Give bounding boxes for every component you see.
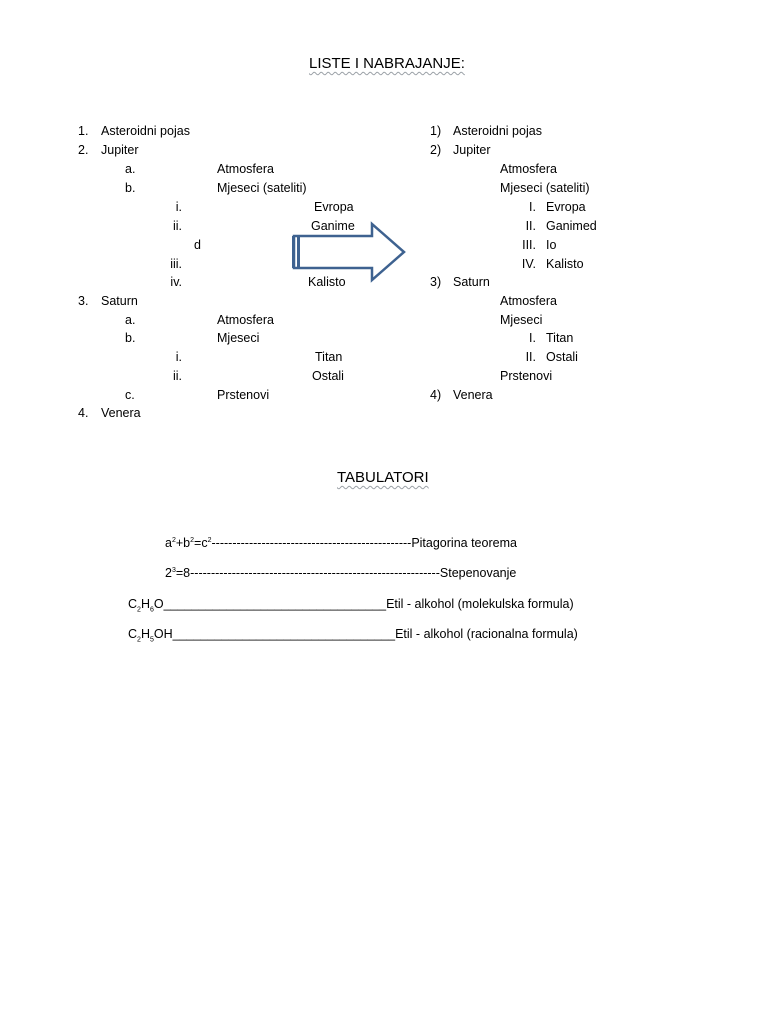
list-marker: 1. xyxy=(78,124,89,138)
tab-text: Etil - alkohol (molekulska formula) xyxy=(386,597,574,611)
tab-row-pythagoras: a2+b2=c2--------------------------------… xyxy=(165,537,517,550)
formula-term: C xyxy=(128,597,138,611)
list-marker: a. xyxy=(125,162,136,176)
list-marker: c. xyxy=(125,388,135,402)
list-item: Jupiter xyxy=(101,143,139,157)
list-item: Saturn xyxy=(101,294,138,308)
subscript: 2 xyxy=(137,606,141,614)
list-marker: iv. xyxy=(170,275,182,289)
formula-term: O xyxy=(153,597,164,611)
subscript: 6 xyxy=(149,606,154,614)
list-marker: II. xyxy=(525,219,536,233)
formula-term: =c xyxy=(194,536,208,550)
right-arrow-shape xyxy=(292,221,406,283)
list-marker: a. xyxy=(125,313,136,327)
list-marker: 2) xyxy=(430,143,442,157)
subscript: 5 xyxy=(149,636,154,644)
list-marker: II. xyxy=(525,350,536,364)
list-item: Mjeseci xyxy=(217,331,260,345)
list-item: Kalisto xyxy=(546,257,584,271)
list-item: Io xyxy=(546,238,557,252)
formula-term: 2 xyxy=(165,566,172,580)
list-marker: b. xyxy=(125,331,136,345)
superscript: 2 xyxy=(171,536,176,544)
formula-term: =8 xyxy=(175,566,191,580)
heading-lists: LISTE I NABRAJANJE: xyxy=(309,55,465,72)
superscript: 2 xyxy=(207,536,212,544)
list-marker: i. xyxy=(175,200,182,214)
tab-leader: ----------------------------------------… xyxy=(190,566,440,580)
list-marker: 4. xyxy=(78,406,89,420)
list-marker: I. xyxy=(529,331,536,345)
list-item: Ganime xyxy=(311,219,355,233)
tab-row-rational-formula: C2H5OH________________________________Et… xyxy=(128,627,578,644)
list-item: Ostali xyxy=(312,369,344,383)
list-item: Evropa xyxy=(314,200,354,214)
tab-text: Stepenovanje xyxy=(439,566,517,580)
list-item: Kalisto xyxy=(308,275,346,289)
list-item: Mjeseci (sateliti) xyxy=(500,181,590,195)
tab-text: Pitagorina teorema xyxy=(411,536,517,550)
list-item: Titan xyxy=(315,350,343,364)
superscript: 2 xyxy=(190,536,195,544)
superscript: 3 xyxy=(171,566,176,574)
tab-leader: ----------------------------------------… xyxy=(211,536,412,550)
list-marker: iii. xyxy=(170,257,182,271)
list-marker: 1) xyxy=(430,124,442,138)
list-item: Venera xyxy=(101,406,141,420)
list-item: Atmosfera xyxy=(217,313,274,327)
list-marker: ii. xyxy=(172,219,182,233)
list-item: Ganimed xyxy=(546,219,597,233)
formula-term: H xyxy=(140,627,150,641)
list-marker: 3. xyxy=(78,294,89,308)
list-item: Prstenovi xyxy=(500,369,553,383)
list-item: Ostali xyxy=(546,350,578,364)
list-marker: 2. xyxy=(78,143,89,157)
heading-tabs: TABULATORI xyxy=(337,469,429,486)
tab-row-molecular-formula: C2H6O________________________________Eti… xyxy=(128,597,574,614)
list-item: Prstenovi xyxy=(217,388,270,402)
list-marker: 3) xyxy=(430,275,442,289)
list-marker: b. xyxy=(125,181,136,195)
list-item: Mjeseci xyxy=(500,313,543,327)
formula-term: C xyxy=(128,627,138,641)
formula-term: H xyxy=(140,597,150,611)
tab-text: Etil - alkohol (racionalna formula) xyxy=(395,627,578,641)
list-marker: 4) xyxy=(430,388,442,402)
subscript: 2 xyxy=(137,636,141,644)
list-item: Asteroidni pojas xyxy=(453,124,542,138)
list-item: Evropa xyxy=(546,200,586,214)
list-marker: ii. xyxy=(172,369,182,383)
list-item: Asteroidni pojas xyxy=(101,124,190,138)
tab-leader: ________________________________ xyxy=(172,627,396,641)
list-item: Jupiter xyxy=(453,143,491,157)
list-item: Atmosfera xyxy=(500,294,557,308)
tab-leader: ________________________________ xyxy=(163,597,387,611)
list-item: Atmosfera xyxy=(500,162,557,176)
formula-term: OH xyxy=(153,627,173,641)
list-item-continuation: d xyxy=(194,238,201,252)
list-marker: III. xyxy=(522,238,536,252)
formula-term: +b xyxy=(175,536,191,550)
list-item: Titan xyxy=(546,331,574,345)
list-item: Mjeseci (sateliti) xyxy=(217,181,307,195)
list-item: Atmosfera xyxy=(217,162,274,176)
list-item: Venera xyxy=(453,388,493,402)
formula-term: a xyxy=(165,536,172,550)
list-item: Saturn xyxy=(453,275,490,289)
list-marker: i. xyxy=(175,350,182,364)
tab-row-power: 23=8------------------------------------… xyxy=(165,567,516,580)
list-marker: IV. xyxy=(521,257,536,271)
list-marker: I. xyxy=(529,200,536,214)
